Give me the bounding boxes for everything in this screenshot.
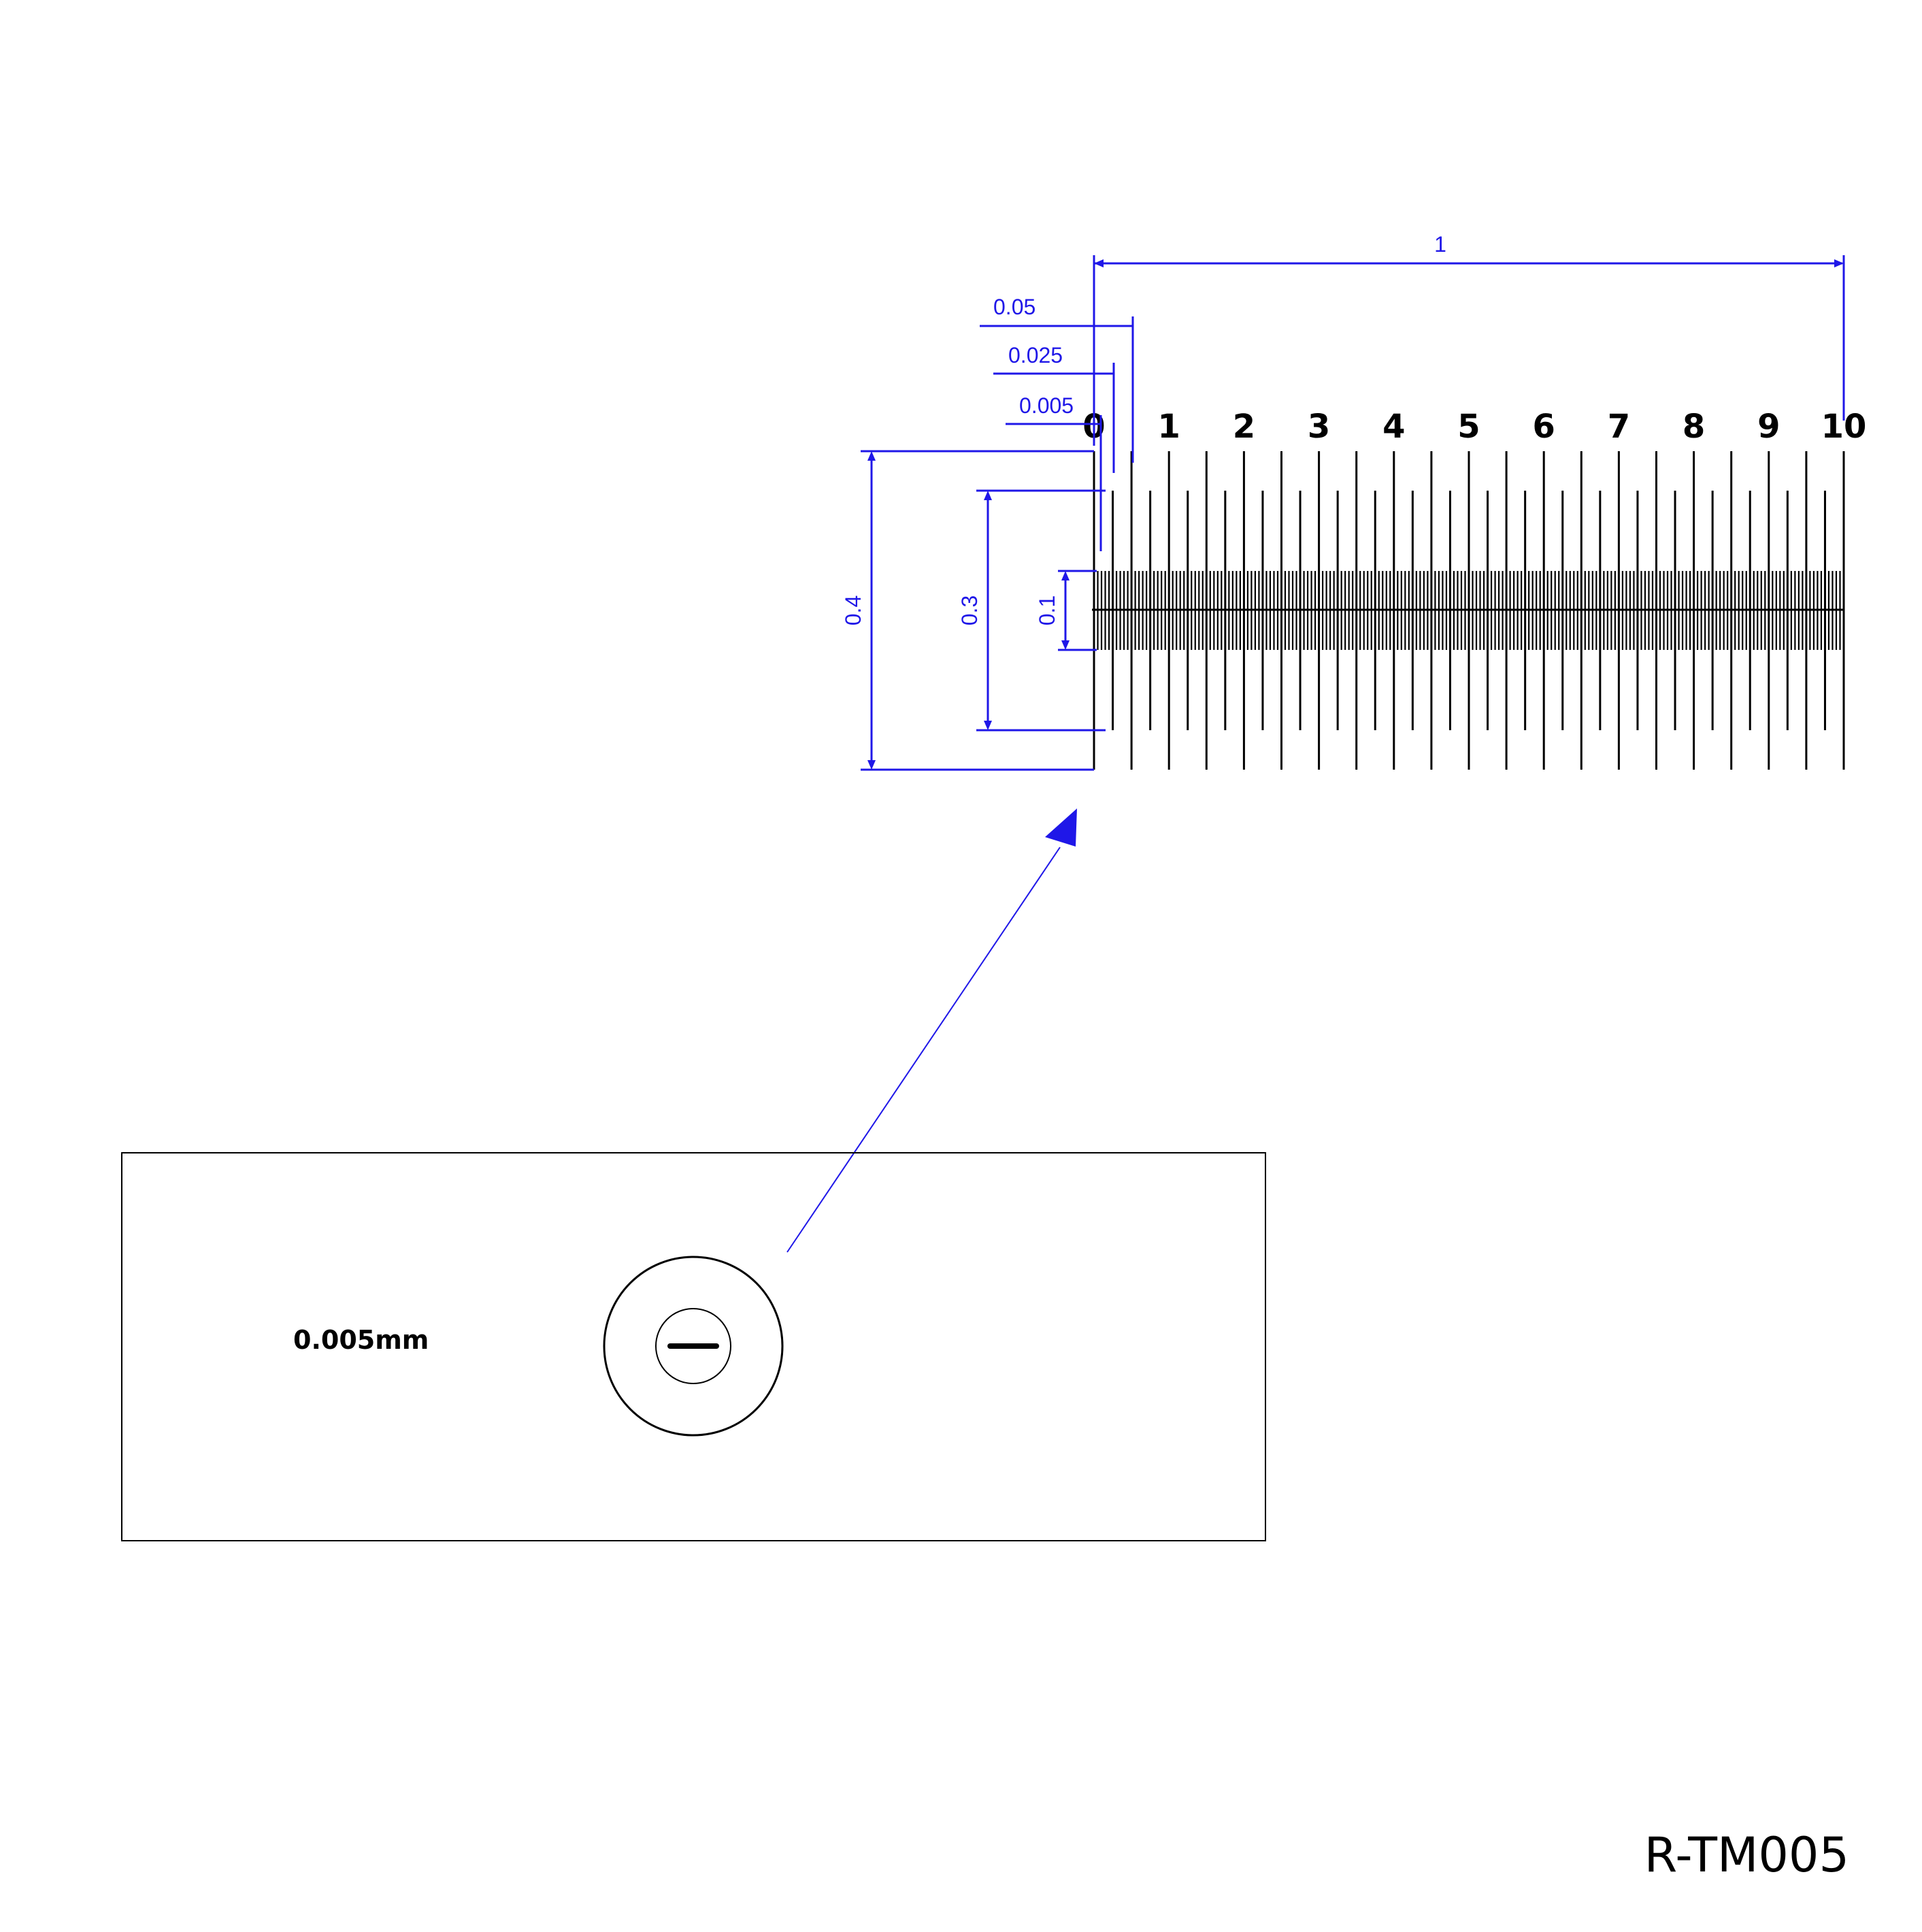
span-arrow-left [1094,259,1104,267]
minor-pitch-text: 0.005 [1019,393,1074,418]
cover-glass-outer-ring [603,1256,784,1437]
scale-number: 8 [1683,408,1705,446]
scale-number: 9 [1757,408,1780,446]
span-dimension-text: 1 [1434,232,1446,257]
cover-glass-inner-ring [655,1308,731,1384]
dimension-lines [861,255,1845,771]
height-mid-arrow-top [984,491,992,500]
mid-pitch-text: 0.025 [1008,343,1063,367]
height-long-arrow-top [867,451,876,461]
height-short-arrow-bottom [1061,640,1070,650]
height-short-arrow-top [1061,571,1070,580]
height-long-arrow-bottom [867,760,876,770]
scale-number: 3 [1308,408,1330,446]
scale-number: 6 [1532,408,1555,446]
span-arrow-right [1834,259,1844,267]
product-code: R-TM005 [1644,1827,1849,1883]
slide-label: 0.005mm [293,1325,429,1355]
scale-number: 5 [1457,408,1480,446]
height-mid-arrow-bottom [984,721,992,730]
glass-slide [121,1152,1266,1541]
scale-graticule [1092,451,1845,770]
dimension-arrowheads [867,259,1844,770]
height-short-text: 0.1 [1035,595,1059,625]
height-mid-text: 0.3 [957,595,982,625]
scale-number: 4 [1382,408,1405,446]
zoom-pointer-arrowhead [1045,808,1077,847]
scale-number: 2 [1233,408,1255,446]
scale-number: 1 [1157,408,1180,446]
scale-number: 7 [1608,408,1630,446]
major-pitch-text: 0.05 [993,295,1035,319]
height-long-text: 0.4 [841,595,865,625]
zoom-pointer-line [786,847,1061,1253]
